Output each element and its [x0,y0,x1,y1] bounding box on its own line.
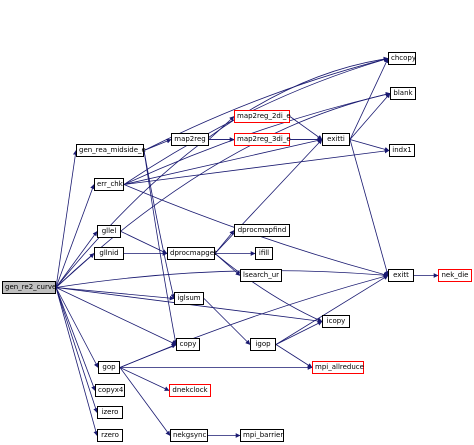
node-map2reg[interactable]: map2reg [171,133,209,146]
edge-igop-to-mpi_allreduce [275,344,313,368]
node-dprocmapget[interactable]: dprocmapget [167,247,217,260]
edge-err_chk-to-blank [123,92,391,185]
edge-dprocmapget-to-icopy [214,253,323,322]
edge-exitti-to-indx1 [349,139,390,152]
edge-gop-to-nekgsync [119,367,171,436]
edge-gen_re2_curve-to-gop [55,287,99,368]
edge-gen_rea_midside_e-to-copy [143,150,178,345]
node-copyx4[interactable]: copyx4 [95,384,125,397]
node-chcopy[interactable]: chcopy [388,52,416,65]
edge-iglsum-to-igop [203,298,251,345]
edge-err_chk-to-chcopy [123,57,389,185]
edge-igop-to-icopy [275,321,323,345]
node-iglsum[interactable]: iglsum [174,292,204,305]
node-blank[interactable]: blank [390,87,416,100]
edge-err_chk-to-exitti [123,138,323,185]
edge-gen_re2_curve-to-rzero [55,287,99,436]
node-gllel[interactable]: gllel [97,225,121,238]
node-copy[interactable]: copy [176,338,200,351]
edge-gen_re2_curve-to-err_chk [55,184,95,288]
node-mpi-allreduce[interactable]: mpi_allreduce [312,361,364,374]
edge-gen_re2_curve-to-gllel [55,231,98,288]
node-mpi-barrier[interactable]: mpi_barrier [240,429,284,442]
node-izero[interactable]: izero [97,406,123,419]
node-exitti[interactable]: exitti [322,133,350,146]
node-exitt[interactable]: exitt [388,269,414,282]
node-gllnid[interactable]: gllnid [94,247,124,260]
node-gen-re2-curve: gen_re2_curve [2,281,56,294]
edge-gen_re2_curve-to-copyx4 [55,287,96,391]
edge-igop-to-exitt [275,275,389,345]
edge-gen_re2_curve-to-exitt [55,270,389,288]
node-err-chk[interactable]: err_chk [94,178,124,191]
edge-exitti-to-blank [349,93,391,140]
node-nekgsync[interactable]: nekgsync [170,429,208,442]
edge-gen_re2_curve-to-gen_rea_midside_e [55,150,78,288]
node-dnekclock[interactable]: dnekclock [169,384,211,397]
node-lsearch-ur[interactable]: lsearch_ur [240,269,282,282]
edge-map2reg-to-map2reg_2di_e [208,116,235,140]
node-map2reg-2di-e[interactable]: map2reg_2di_e [234,110,291,123]
node-icopy[interactable]: icopy [322,315,350,328]
edge-gen_re2_curve-to-copy [55,287,177,345]
edge-gen_re2_curve-to-iglsum [55,287,175,301]
node-nek-die[interactable]: nek_die [438,269,472,282]
edge-gop-to-dnekclock [119,367,170,391]
edge-exitti-to-exitt [349,139,390,276]
node-map2reg-3di-e[interactable]: map2reg_3di_e [234,133,291,146]
edge-gop-to-exitt [119,274,389,368]
node-igop[interactable]: igop [250,338,276,351]
node-gen-rea-midside-e[interactable]: gen_rea_midside_e [76,144,146,157]
edge-exitti-to-chcopy [349,58,389,140]
node-dprocmapfind[interactable]: dprocmapfind [234,224,290,237]
node-gop[interactable]: gop [98,361,120,374]
node-indx1[interactable]: indx1 [389,144,415,157]
node-ifill[interactable]: ifill [255,247,273,260]
call-edges [55,56,439,438]
edge-err_chk-to-indx1 [123,148,390,185]
edge-gen_re2_curve-to-izero [55,287,98,413]
edge-dprocmapget-to-exitti [214,139,323,254]
node-rzero[interactable]: rzero [97,429,123,442]
